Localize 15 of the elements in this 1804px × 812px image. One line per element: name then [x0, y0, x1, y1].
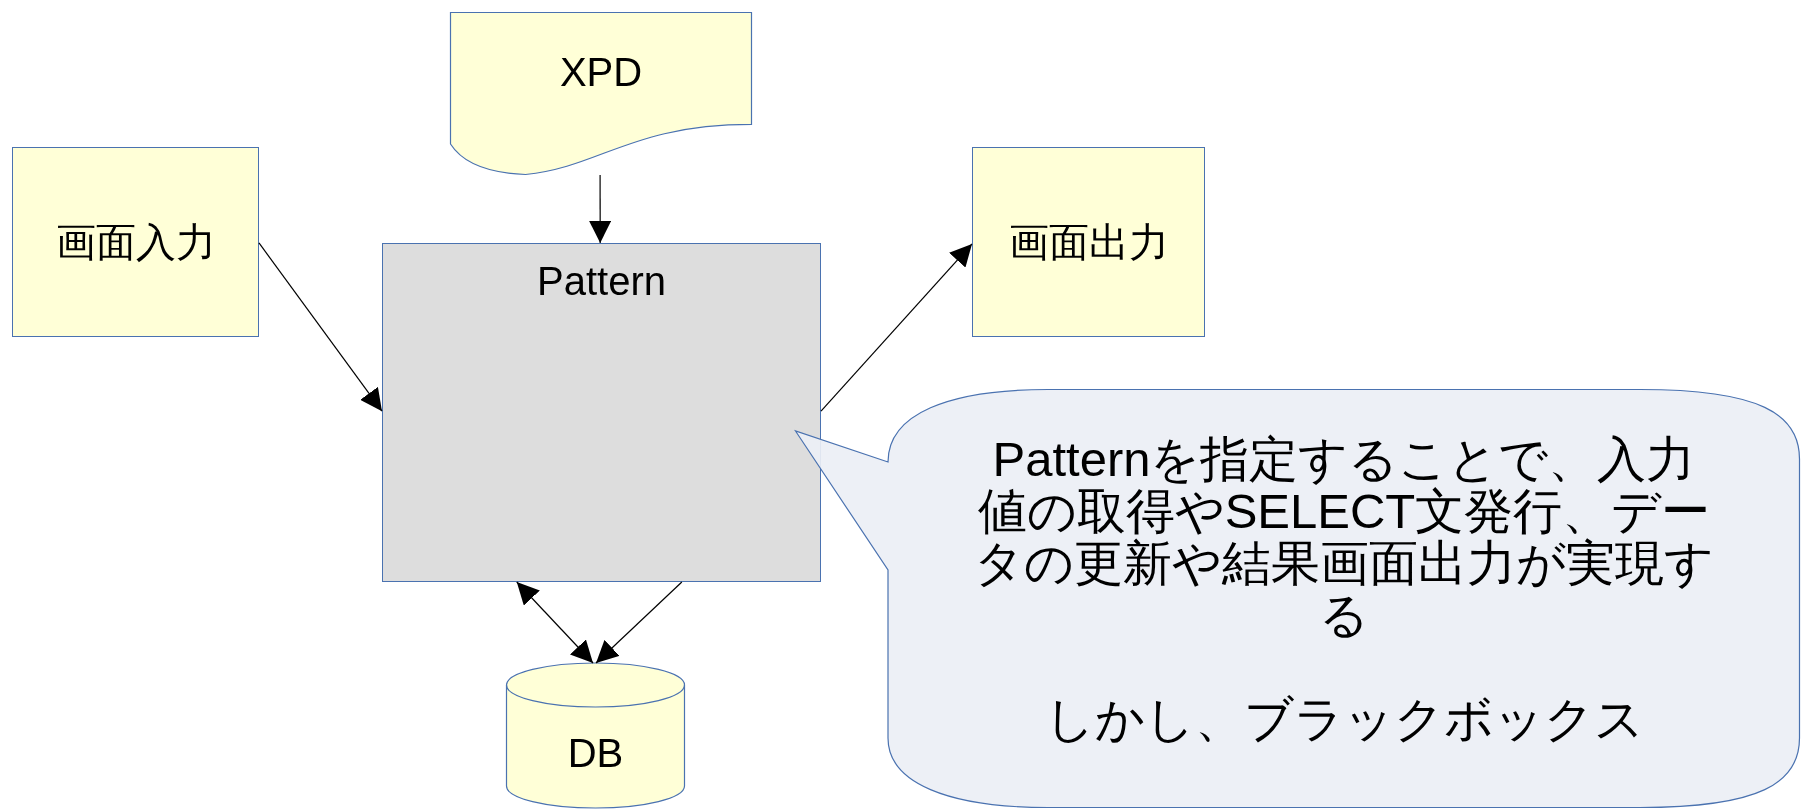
node-label: Pattern [537, 258, 666, 305]
node-label: XPD [559, 49, 643, 96]
node-label: 画面出力 [1008, 219, 1169, 266]
arrow [516, 581, 594, 664]
node-label: 画面入力 [55, 219, 216, 266]
process-box [972, 147, 1205, 337]
arrow [258, 242, 383, 412]
node-label: DB [567, 730, 624, 777]
arrow [820, 243, 973, 412]
arrow [595, 581, 683, 664]
process-box [12, 147, 259, 337]
callout-text: Patternを指定することで、入力値の取得やSELECT文発行、データの更新や結果画面出力が実現する [973, 433, 1715, 641]
pattern-box [382, 243, 821, 582]
arrow [589, 174, 612, 244]
callout-text: しかし、ブラックボックス [1043, 693, 1645, 745]
